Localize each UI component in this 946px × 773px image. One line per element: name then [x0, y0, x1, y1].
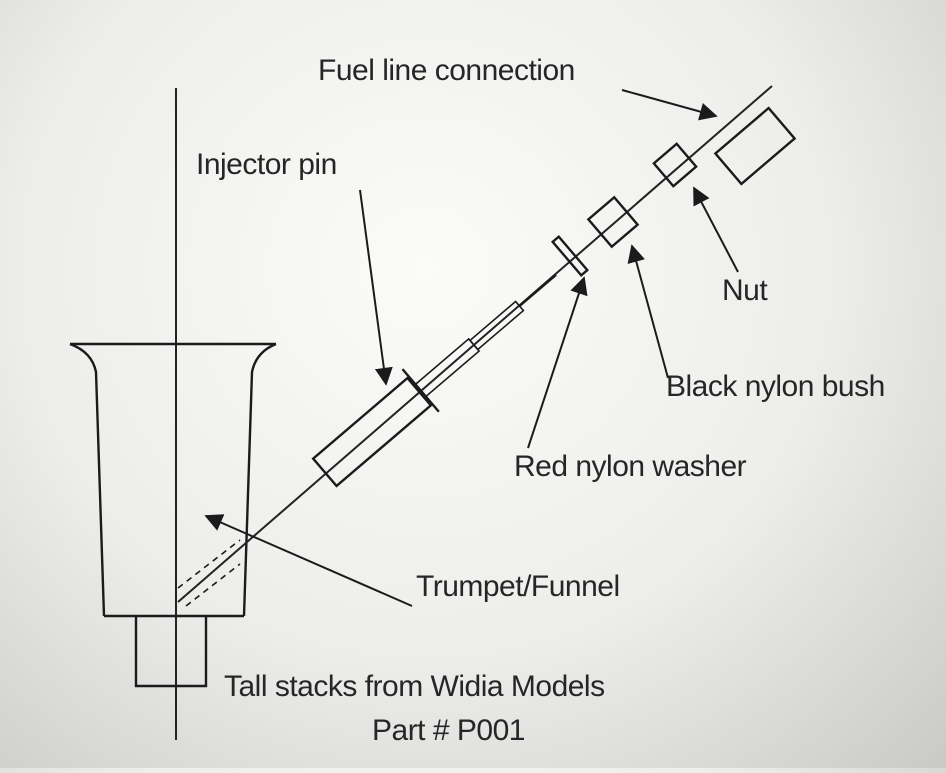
nut-label: Nut — [722, 274, 768, 307]
fuel-line-connection-label: Fuel line connection — [318, 54, 575, 87]
nut-part — [652, 142, 698, 188]
caption-line-1: Tall stacks from Widia Models — [224, 670, 605, 703]
injector-pin-leader-arrow — [359, 189, 393, 386]
fuel-line-connection-part — [713, 106, 797, 186]
nut-leader-arrow — [693, 186, 739, 273]
trumpet-funnel-part — [69, 342, 277, 688]
red-nylon-washer-label: Red nylon washer — [514, 450, 747, 483]
trumpet-funnel-label: Trumpet/Funnel — [416, 570, 620, 603]
injector-pin-part — [311, 273, 557, 488]
injector-pin-label: Injector pin — [196, 148, 337, 181]
caption-line-2: Part # P001 — [372, 714, 525, 747]
black-nylon-bush-part — [586, 195, 640, 249]
black-nylon-bush-leader-arrow — [627, 244, 669, 379]
injector-axis-line — [177, 85, 773, 603]
fuel-line-leader-arrow — [621, 89, 718, 121]
red-nylon-washer-leader-arrow — [527, 276, 588, 449]
black-nylon-bush-label: Black nylon bush — [666, 370, 885, 403]
red-nylon-washer-part — [550, 234, 590, 278]
trumpet-leader-arrow — [204, 514, 413, 607]
